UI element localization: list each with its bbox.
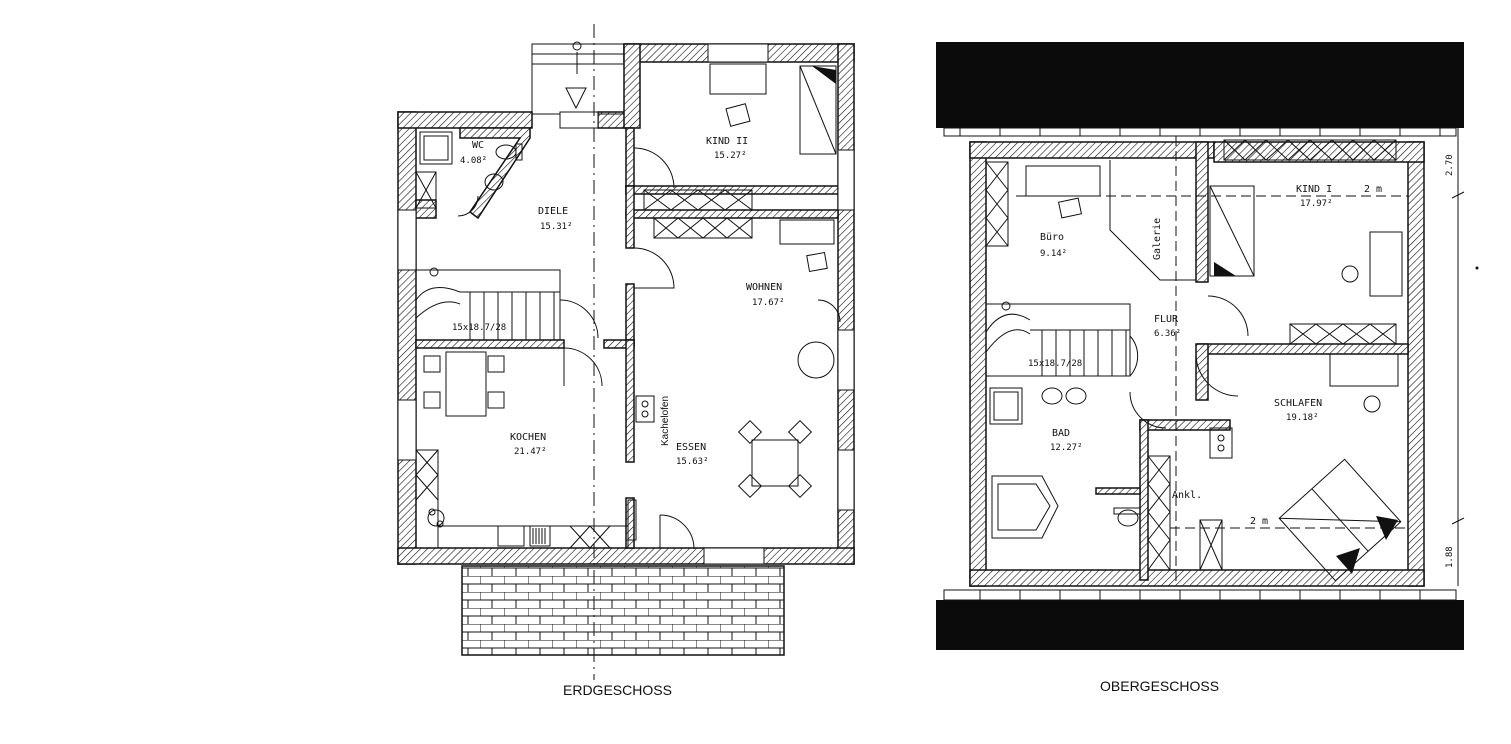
room-name-schlafen: SCHLAFEN [1274,398,1322,409]
wardrobe-eg [643,189,835,273]
height-mark-upper: 2 m [1364,184,1382,195]
room-name-bad: BAD [1052,428,1070,439]
room-area-buero: 9.14² [1040,249,1067,259]
exterior-walls-og [969,141,1425,587]
stairs-eg [415,267,561,341]
room-area-bad: 12.27² [1050,443,1083,453]
room-name-kochen: KOCHEN [510,432,546,443]
stairs-label-og: 15x18.7/28 [1028,359,1082,369]
room-name-galerie: Galerie [1152,218,1163,260]
room-area-kochen: 21.47² [514,447,547,457]
caption-obergeschoss: OBERGESCHOSS [1100,678,1219,694]
obergeschoss-plan: Galerie [936,42,1465,694]
kitchen-fixtures [415,351,629,549]
stairs-og [985,301,1131,377]
room-area-wohnen: 17.67² [752,298,785,308]
room-name-wc: WC [472,140,484,151]
room-area-flur: 6.36² [1154,329,1181,339]
room-name-ankl: Ankl. [1172,490,1202,501]
room-name-wohnen: WOHNEN [746,282,782,293]
room-name-kind2: KIND II [706,136,748,147]
room-name-kind1: KIND I [1296,184,1332,195]
room-area-schlafen: 19.18² [1286,413,1319,423]
room-name-diele: DIELE [538,206,568,217]
stairs-label-eg: 15x18.7/28 [452,323,506,333]
room-name-buero: Büro [1040,232,1064,243]
room-area-kind1: 17.97² [1300,199,1333,209]
room-area-wc: 4.08² [460,156,487,166]
room-name-flur: FLUR [1154,314,1179,325]
windows-eg [397,43,855,565]
interior-walls [415,127,839,549]
room-name-essen: ESSEN [676,442,706,453]
roof-top [936,42,1464,128]
dimension-top: 2.70 [1445,154,1455,176]
speck-mark [1475,266,1479,270]
dimension-line [1451,128,1465,586]
dimension-bottom: 1.88 [1445,546,1455,568]
height-mark-lower: 2 m [1250,516,1268,527]
room-area-diele: 15.31² [540,222,573,232]
room-area-kind2: 15.27² [714,151,747,161]
interior-walls-og [1095,141,1409,581]
doors-eg [457,147,841,550]
caption-erdgeschoss: ERDGESCHOSS [563,682,672,698]
terrace-paving [461,565,785,656]
stove-label: Kachelofen [660,396,671,446]
room-area-essen: 15.63² [676,457,709,467]
erdgeschoss-plan: WC 4.08² KIND II 15.27² DIELE 15.31² WOH… [397,24,855,698]
dining-table-eg [737,419,813,499]
roof-bottom [936,600,1464,650]
